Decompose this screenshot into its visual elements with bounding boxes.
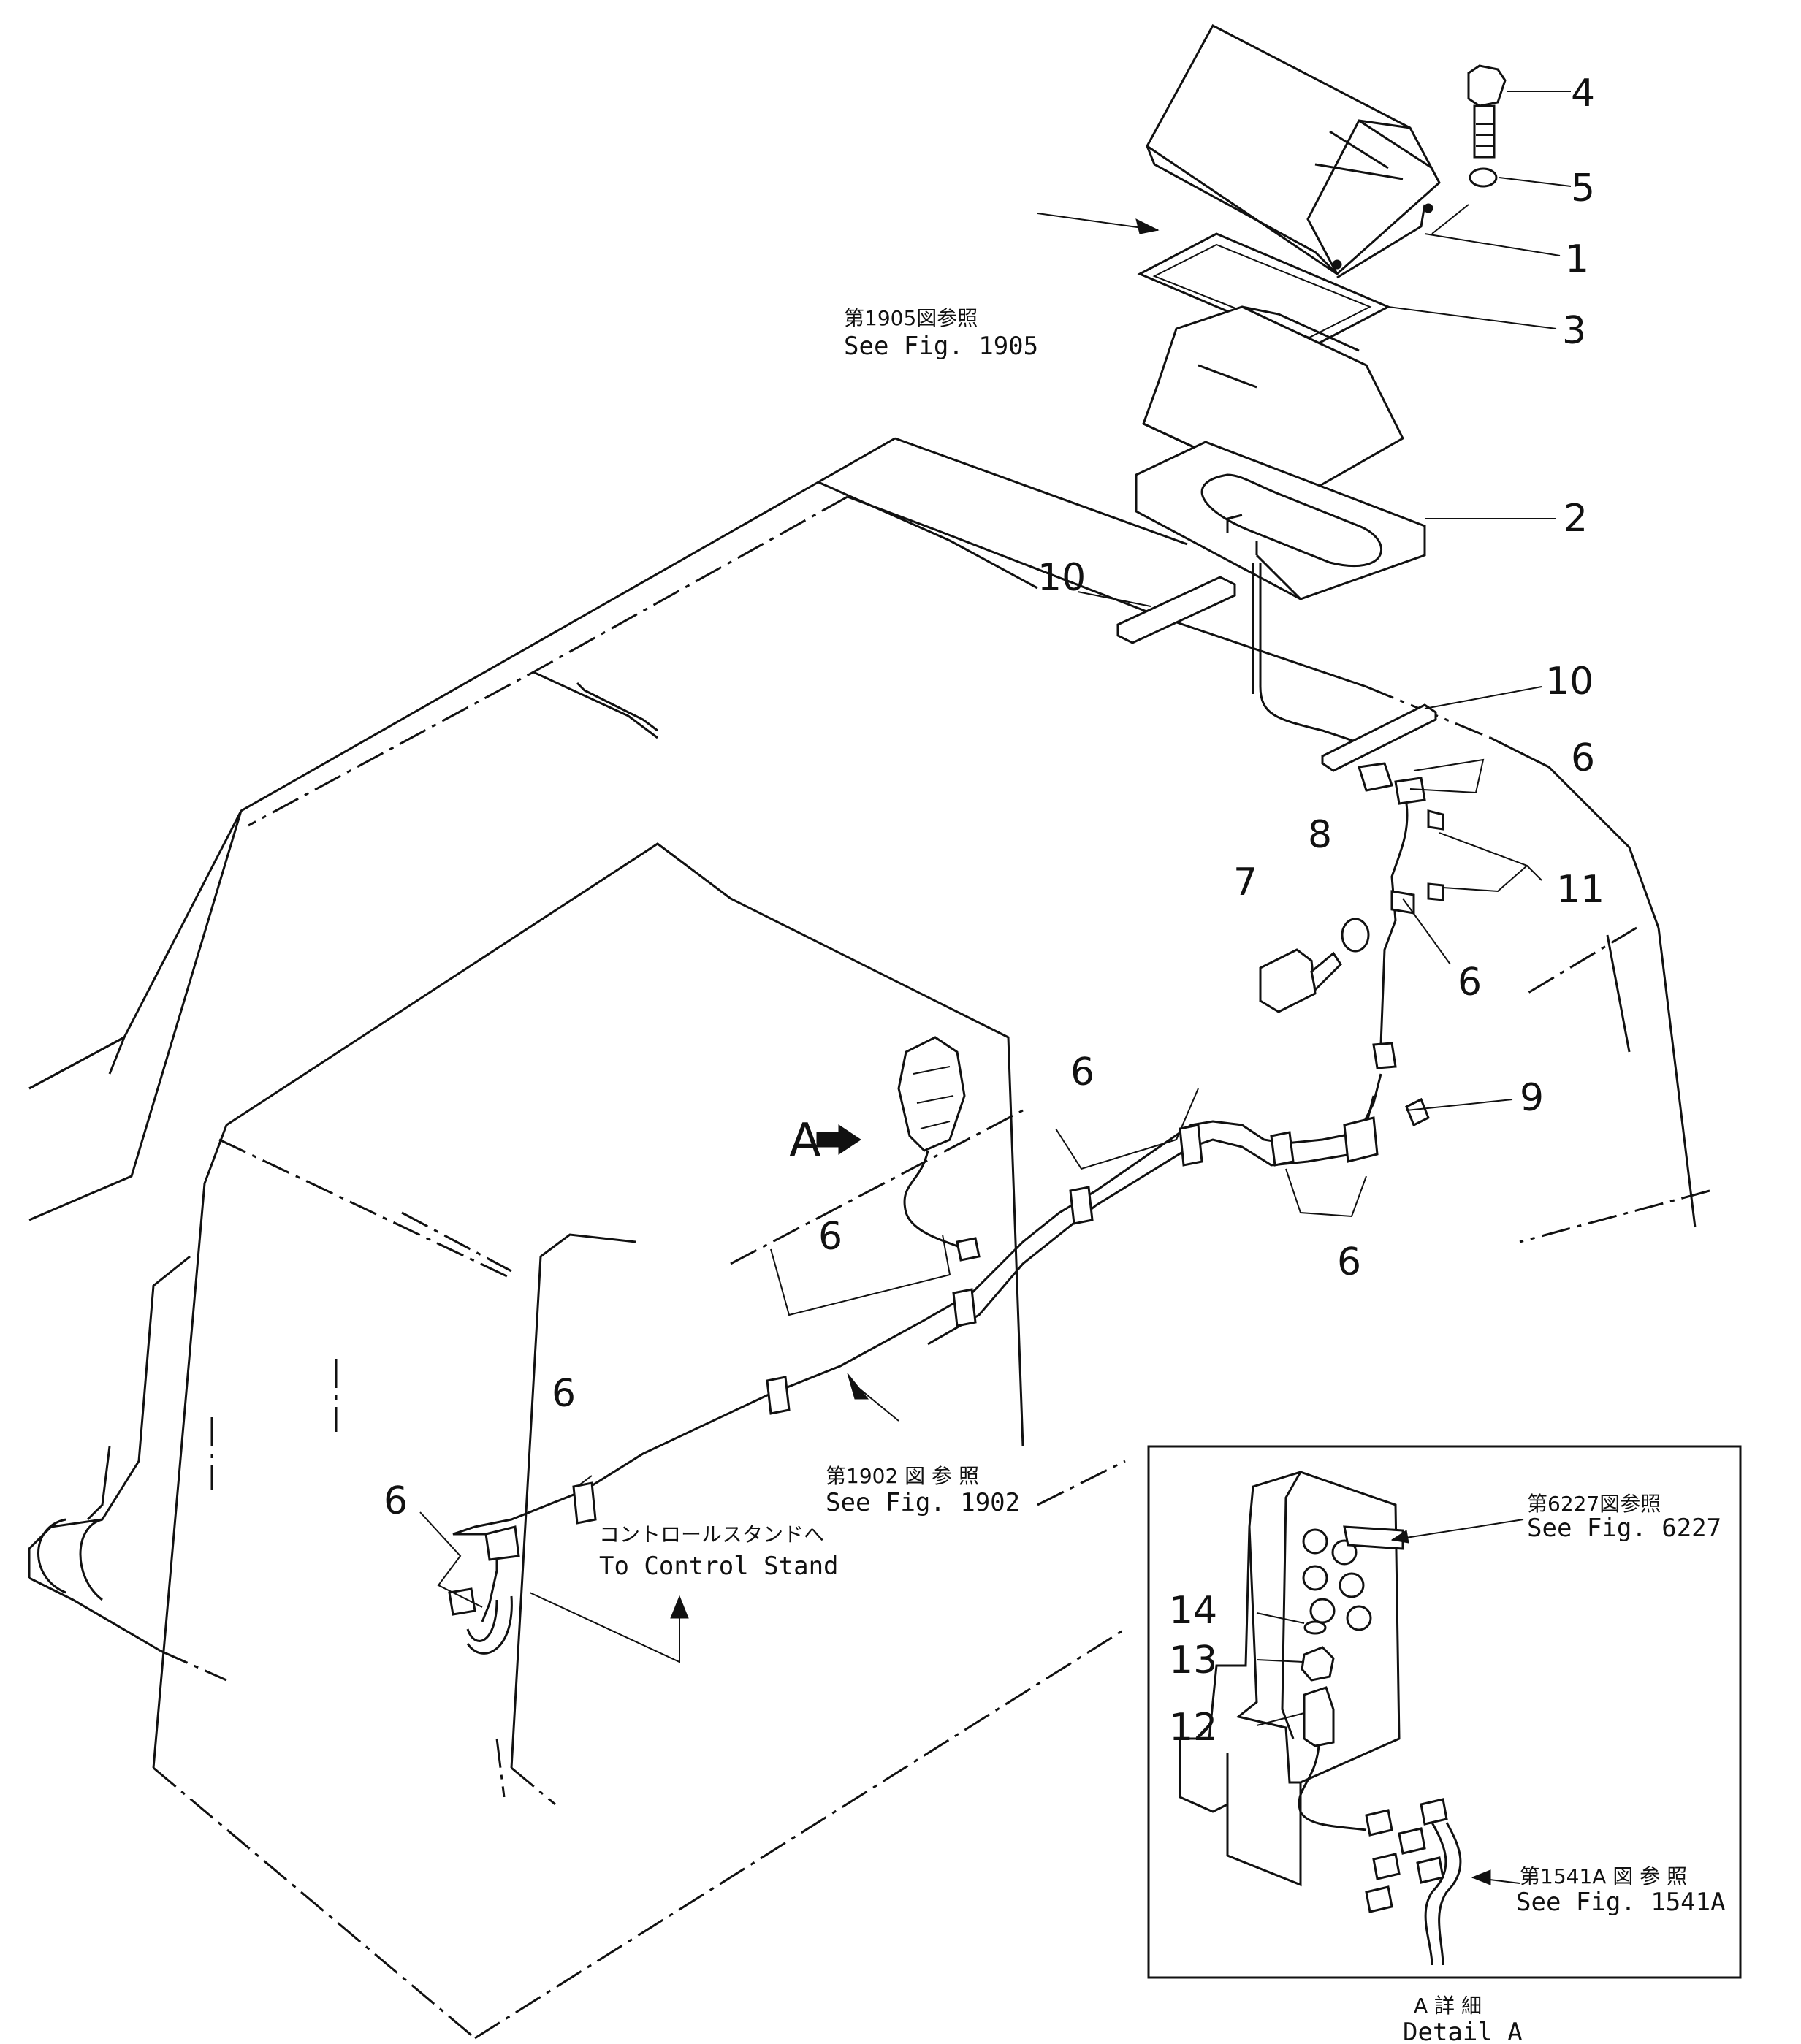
reference-notes: 第1905図参照 See Fig. 1905 第1902 図 参 照 See F… [599,306,1038,1581]
callout-labels: 4 5 1 3 2 10 10 6 8 7 11 6 9 6 6 6 6 6 A [384,72,1604,1523]
o-ring-part-14 [1303,1620,1327,1635]
callout-9: 9 [1520,1076,1544,1120]
callout-6-f: 6 [552,1372,576,1416]
callout-2: 2 [1564,497,1588,541]
callout-3: 3 [1562,309,1586,353]
detail-caption-jp: A 詳 細 [1414,1994,1482,2018]
ref-fig-1541a-en: See Fig. 1541A [1516,1888,1726,1917]
bar-part-10-left [1116,576,1236,644]
arrow-fig-1902 [847,1373,869,1400]
callout-4: 4 [1571,72,1595,115]
ref-fig-1902-en: See Fig. 1902 [826,1488,1020,1517]
harness-upper [1259,563,1367,747]
callout-8: 8 [1308,813,1332,857]
callout-11: 11 [1556,868,1604,912]
ref-fig-1541a-jp: 第1541A 図 参 照 [1520,1864,1687,1888]
callout-14: 14 [1169,1589,1217,1633]
callout-5: 5 [1571,167,1595,210]
clip-part-9 [1405,1097,1430,1127]
connector-harness [1365,1798,1462,1966]
arrow-control-stand [670,1595,689,1619]
harness-clips-upper [1358,762,1444,1069]
ref-fig-6227-en: See Fig. 6227 [1527,1514,1721,1543]
valve-ports [1302,1525,1404,1631]
callout-6-e: 6 [818,1215,842,1259]
callout-6-c: 6 [1070,1050,1094,1094]
arrow-detail-a [816,1124,861,1155]
callout-6-g: 6 [384,1479,408,1523]
callout-10-left: 10 [1037,556,1086,600]
arrow-fig-1905 [1135,218,1160,234]
ref-fig-1905-jp: 第1905図参照 [844,306,978,330]
ref-fig-1905-en: See Fig. 1905 [844,332,1038,361]
callout-7: 7 [1233,861,1257,904]
ref-control-stand-en: To Control Stand [599,1552,839,1581]
callout-1: 1 [1565,237,1589,281]
detail-a-caption: A 詳 細 Detail A [1403,1994,1523,2044]
callout-6-d: 6 [1337,1240,1361,1284]
arrows [670,218,1160,1619]
washer-part-8 [1341,918,1370,953]
switch-part-12 [1298,1686,1367,1831]
cover-part-1 [1146,23,1441,279]
leader-lines [419,91,1572,1663]
detail-a-marker: A [789,1114,821,1168]
ref-control-stand-jp: コントロールスタンドへ [599,1522,824,1547]
ref-fig-1902-jp: 第1902 図 参 照 [826,1464,979,1488]
callout-6-a: 6 [1571,736,1595,780]
bolt-part-4 [1467,64,1507,159]
callout-13: 13 [1169,1639,1217,1682]
adapter-part-13 [1301,1646,1335,1682]
bolt-part-7 [1259,948,1342,1013]
mount-part-2 [1135,441,1426,600]
ref-fig-6227-jp: 第6227図参照 [1527,1492,1661,1516]
washer-part-5 [1469,167,1498,188]
callout-10-right: 10 [1545,660,1594,703]
callout-12: 12 [1169,1706,1217,1750]
detail-a-box: 14 13 12 第6227図参照 See Fig. 6227 第1541A 図… [1147,1445,1742,1979]
valve-a [897,1036,981,1262]
machine-body-outline [28,437,1710,2040]
detail-caption-en: Detail A [1403,2018,1523,2044]
harness-lower [448,1073,1382,1655]
callout-6-b: 6 [1458,961,1482,1004]
bar-part-10-right [1321,703,1437,772]
